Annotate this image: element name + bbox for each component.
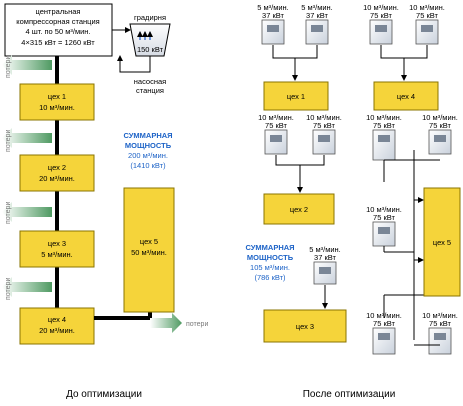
shop-5-name: цех 5 <box>140 237 158 246</box>
station-line-2: компрессорная станция <box>16 17 99 26</box>
unit-power: 37 кВт <box>314 253 336 262</box>
loss-arrow-1: потери <box>2 55 52 78</box>
loss-arrow-3: потери <box>2 202 52 224</box>
compressor-unit-u6: 10 м³/мин.75 кВт <box>306 113 342 155</box>
unit-power: 37 кВт <box>306 11 328 20</box>
pump-line-2: станция <box>136 86 164 95</box>
compressor-unit-u3: 10 м³/мин.75 кВт <box>363 3 399 45</box>
total-after-line-1: СУММАРНАЯ <box>245 243 294 252</box>
loss-arrow-5: потери <box>150 313 208 333</box>
cooling-tower: градирня 150 кВт <box>129 13 171 57</box>
compressor-icon <box>428 327 452 355</box>
shop-4-before: цех 4 20 м³/мин. <box>19 307 95 345</box>
unit-power: 75 кВт <box>429 121 451 130</box>
compressor-unit-u1: 5 м³/мин.37 кВт <box>257 3 289 45</box>
shop-1-before: цех 1 10 м³/мин. <box>19 83 95 121</box>
pipe-from-tower <box>117 55 151 73</box>
compressor-unit-u7: 10 м³/мин.75 кВт <box>366 113 402 161</box>
unit-power: 75 кВт <box>373 319 395 328</box>
unit-power: 75 кВт <box>313 121 335 130</box>
shop-5-before: цех 5 50 м³/мин. <box>123 187 175 313</box>
compressor-unit-u5: 10 м³/мин.75 кВт <box>258 113 294 155</box>
unit-power: 75 кВт <box>429 319 451 328</box>
total-before-line-3: 200 м³/мин. <box>128 151 168 160</box>
shop-1-after: цех 1 <box>263 81 329 111</box>
loss-label-1: потери <box>5 56 12 78</box>
shop-3-name: цех 3 <box>48 239 66 248</box>
total-power-after: СУММАРНАЯ МОЩНОСТЬ 105 м³/мин. (786 кВт) <box>245 243 294 282</box>
unit-flow: 10 м³/мин. <box>306 113 342 122</box>
unit-flow: 5 м³/мин. <box>301 3 333 12</box>
shop-5-flow: 50 м³/мин. <box>131 248 167 257</box>
unit-flow: 5 м³/мин. <box>257 3 289 12</box>
unit-flow: 5 м³/мин. <box>309 245 341 254</box>
caption-before: До оптимизации <box>66 389 142 400</box>
shop-1-after-name: цех 1 <box>287 92 305 101</box>
shop-3-after-name: цех 3 <box>296 322 314 331</box>
total-after-line-2: МОЩНОСТЬ <box>247 253 294 262</box>
tower-power: 150 кВт <box>137 45 164 54</box>
pump-line-1: насосная <box>134 77 166 86</box>
shop-4-after-name: цех 4 <box>397 92 415 101</box>
loss-label-4: потери <box>5 278 12 300</box>
compressor-unit-u9: 5 м³/мин.37 кВт <box>309 245 341 285</box>
central-compressor-station: центральная компрессорная станция 4 шт. … <box>4 3 113 57</box>
unit-power: 75 кВт <box>373 121 395 130</box>
loss-arrow-2: потери <box>2 128 52 152</box>
shop-5-after: цех 5 <box>423 187 461 297</box>
shop-4-after: цех 4 <box>373 81 439 111</box>
unit-flow: 10 м³/мин. <box>366 113 402 122</box>
shop-2-after-name: цех 2 <box>290 205 308 214</box>
unit-power: 75 кВт <box>370 11 392 20</box>
shop-3-after: цех 3 <box>263 309 347 343</box>
total-before-line-1: СУММАРНАЯ <box>123 131 172 140</box>
shop-3-flow: 5 м³/мин. <box>41 250 73 259</box>
caption-after: После оптимизации <box>303 389 396 400</box>
compressor-unit-u12: 10 м³/мин.75 кВт <box>422 311 458 355</box>
shop-2-name: цех 2 <box>48 163 66 172</box>
unit-flow: 10 м³/мин. <box>363 3 399 12</box>
unit-power: 37 кВт <box>262 11 284 20</box>
shop-2-before: цех 2 20 м³/мин. <box>19 154 95 192</box>
station-line-3: 4 шт. по 50 м³/мин. <box>25 27 90 36</box>
station-line-1: центральная <box>36 7 81 16</box>
compressor-unit-u4: 10 м³/мин.75 кВт <box>409 3 445 45</box>
loss-label-5: потери <box>186 321 208 328</box>
unit-flow: 10 м³/мин. <box>409 3 445 12</box>
unit-flow: 10 м³/мин. <box>366 205 402 214</box>
shop-2-after: цех 2 <box>263 193 335 225</box>
compressor-unit-u10: 10 м³/мин.75 кВт <box>366 205 402 247</box>
compressor-unit-u8: 10 м³/мин.75 кВт <box>422 113 458 155</box>
compressor-icon <box>372 327 396 355</box>
unit-power: 75 кВт <box>373 213 395 222</box>
shop-3-before: цех 3 5 м³/мин. <box>19 230 95 268</box>
tower-label: градирня <box>134 13 166 22</box>
shop-4-name: цех 4 <box>48 315 66 324</box>
shop-5-after-name: цех 5 <box>433 238 451 247</box>
unit-flow: 10 м³/мин. <box>422 311 458 320</box>
unit-flow: 10 м³/мин. <box>258 113 294 122</box>
total-after-line-3: 105 м³/мин. <box>250 263 290 272</box>
compressor-unit-u2: 5 м³/мин.37 кВт <box>301 3 333 45</box>
shop-4-flow: 20 м³/мин. <box>39 326 75 335</box>
loss-arrow-4: потери <box>2 277 52 300</box>
unit-power: 75 кВт <box>265 121 287 130</box>
station-line-4: 4×315 кВт = 1260 кВт <box>21 38 95 47</box>
loss-label-3: потери <box>5 202 12 224</box>
loss-label-2: потери <box>5 130 12 152</box>
total-before-line-4: (1410 кВт) <box>130 161 166 170</box>
compressor-icon <box>372 129 396 161</box>
total-before-line-2: МОЩНОСТЬ <box>125 141 172 150</box>
shop-2-flow: 20 м³/мин. <box>39 174 75 183</box>
unit-power: 75 кВт <box>416 11 438 20</box>
total-power-before: СУММАРНАЯ МОЩНОСТЬ 200 м³/мин. (1410 кВт… <box>123 131 172 170</box>
unit-flow: 10 м³/мин. <box>422 113 458 122</box>
pipe-to-shop-5 <box>94 312 152 320</box>
total-after-line-4: (786 кВт) <box>254 273 286 282</box>
shop-1-name: цех 1 <box>48 92 66 101</box>
shop-1-flow: 10 м³/мин. <box>39 103 75 112</box>
